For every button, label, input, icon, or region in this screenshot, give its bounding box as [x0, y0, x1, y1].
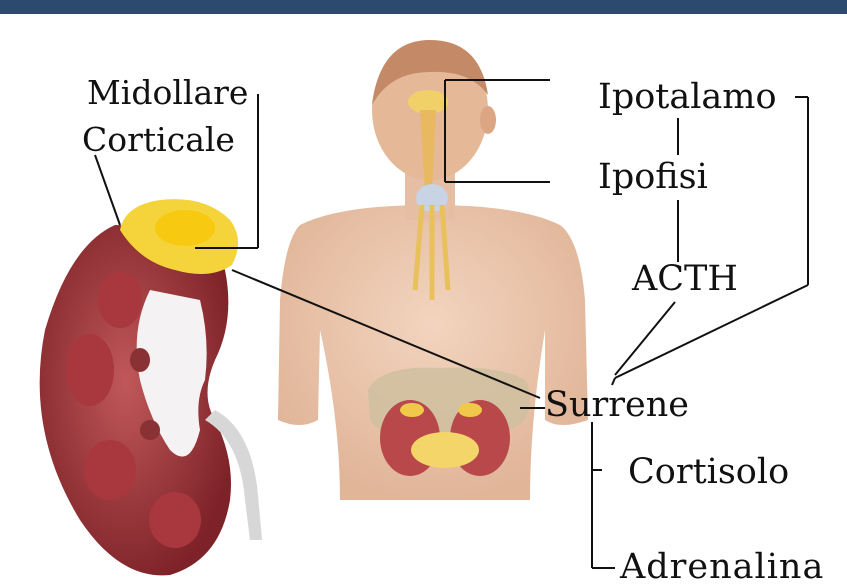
- label-corticale: Corticale: [82, 123, 235, 156]
- kidney-large: [40, 225, 262, 575]
- label-ipotalamo: Ipotalamo: [598, 80, 777, 115]
- label-adrenalina: Adrenalina: [620, 550, 824, 585]
- label-surrene: Surrene: [545, 388, 689, 423]
- label-acth: ACTH: [632, 262, 738, 297]
- label-cortisolo: Cortisolo: [628, 455, 789, 490]
- label-ipofisi: Ipofisi: [598, 160, 708, 195]
- label-midollare: Midollare: [87, 76, 248, 109]
